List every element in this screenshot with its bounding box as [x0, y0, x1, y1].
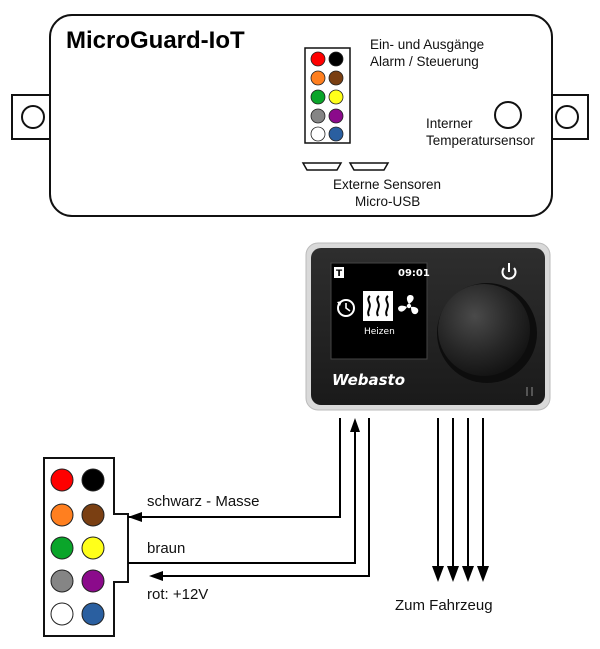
brand-logo: Webasto	[332, 371, 405, 389]
control-knob[interactable]	[438, 284, 530, 376]
arrow-down	[432, 566, 444, 582]
io-connector-large	[43, 457, 129, 637]
temp-label-line1: Interner	[426, 116, 473, 131]
temp-label-line2: Temperatursensor	[426, 133, 535, 148]
io-label-line2: Alarm / Steuerung	[370, 54, 479, 69]
wires-to-controller	[128, 418, 370, 581]
fan-icon	[398, 294, 419, 315]
usb-port-2	[348, 162, 390, 171]
heat-icon	[363, 291, 393, 321]
device-enclosure	[49, 14, 553, 217]
ext-label-line1: Externe Sensoren	[333, 177, 441, 192]
wire-label-ground: schwarz - Masse	[147, 493, 260, 510]
vent-slot	[531, 387, 533, 396]
device-title: MicroGuard-IoT	[66, 27, 245, 54]
pin-yellow	[81, 536, 105, 560]
io-connector-small	[304, 47, 351, 144]
wire-label-plus: rot: +12V	[147, 586, 208, 603]
wire-label-brown: braun	[147, 540, 185, 557]
screen-mode-label: Heizen	[364, 327, 395, 337]
left-mounting-hole	[21, 105, 45, 129]
timer-icon	[337, 299, 355, 317]
wires-to-vehicle	[432, 418, 489, 582]
mode-indicator-box	[334, 267, 344, 278]
pin-black	[81, 468, 105, 492]
pin-brown	[81, 503, 105, 527]
wire-brown	[128, 430, 356, 564]
vehicle-label: Zum Fahrzeug	[395, 597, 493, 614]
usb-port-1	[301, 162, 343, 171]
pin-orange	[50, 503, 74, 527]
pin-grey	[310, 108, 326, 124]
microguard-device: MicroGuard-IoT Ein- und Ausgänge Alarm /…	[11, 14, 589, 217]
pin-white	[50, 602, 74, 626]
left-mounting-tab	[11, 94, 55, 140]
arrow-plus	[149, 571, 163, 581]
io-label-line1: Ein- und Ausgänge	[370, 37, 484, 52]
wire-plus	[163, 418, 370, 577]
pin-purple	[328, 108, 344, 124]
vent-slot	[526, 387, 528, 396]
pin-yellow	[328, 89, 344, 105]
ext-label-line2: Micro-USB	[355, 194, 420, 209]
pin-orange	[310, 70, 326, 86]
pin-green	[310, 89, 326, 105]
arrow-brown	[350, 418, 360, 432]
controller-screen	[330, 262, 428, 360]
pin-red	[50, 468, 74, 492]
mode-indicator: T	[336, 269, 343, 279]
arrow-down	[447, 566, 459, 582]
pin-red	[310, 51, 326, 67]
temperature-sensor-icon	[494, 101, 522, 129]
arrow-down	[462, 566, 474, 582]
pin-green	[50, 536, 74, 560]
right-mounting-hole	[555, 105, 579, 129]
pin-purple	[81, 569, 105, 593]
wire-ground	[128, 418, 341, 518]
pin-blue	[328, 126, 344, 142]
arrow-ground	[128, 512, 142, 522]
webasto-controller: T 09:01 Heizen Webasto	[305, 242, 551, 411]
arrow-down	[477, 566, 489, 582]
pin-blue	[81, 602, 105, 626]
screen-time: 09:01	[398, 268, 430, 279]
pin-white	[310, 126, 326, 142]
pin-black	[328, 51, 344, 67]
power-button[interactable]	[498, 261, 520, 283]
pin-grey	[50, 569, 74, 593]
pin-brown	[328, 70, 344, 86]
